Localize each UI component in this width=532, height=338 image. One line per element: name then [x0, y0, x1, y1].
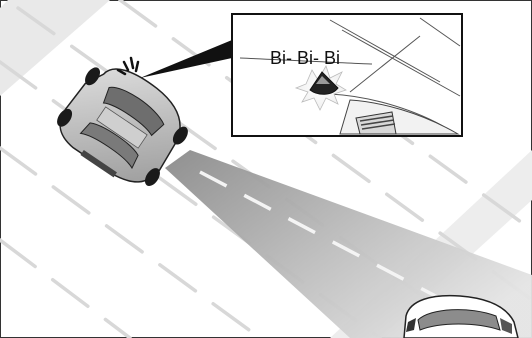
- lane-line-in-zone: [199, 170, 501, 332]
- warning-alert-icon: [116, 56, 140, 76]
- approaching-vehicle: [403, 294, 519, 338]
- air-vent: [355, 111, 397, 135]
- callout-pointer: [140, 40, 232, 78]
- beep-sound-label: Bi- Bi- Bi: [270, 48, 340, 68]
- radar-detection-zone: [165, 150, 532, 338]
- own-vehicle: [57, 67, 188, 186]
- blind-spot-indicator-icon: [309, 71, 339, 95]
- mirror-indicator-inset: Bi- Bi- Bi: [231, 13, 463, 137]
